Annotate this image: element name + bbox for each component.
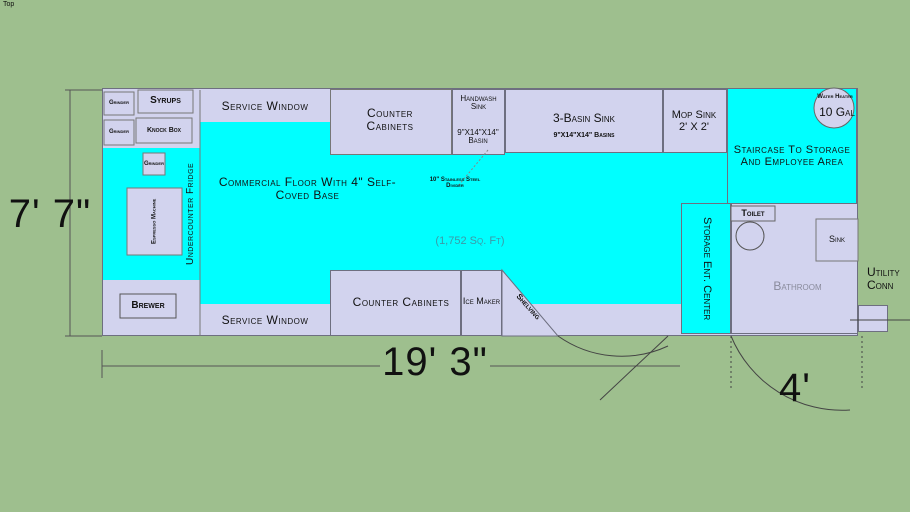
grinder-label: Grinder: [108, 129, 129, 136]
mop-sink-label: Mop Sink 2' X 2': [671, 109, 717, 133]
toilet-box: [730, 205, 776, 222]
counter-cabinets-bottom-label: Counter Cabinets: [352, 294, 450, 309]
undercounter-fridge-label: Undercounter Fridge: [184, 162, 196, 266]
knock-box-label: Knock Box: [146, 126, 181, 134]
counter-cabinets-bottom: [330, 270, 461, 336]
water-heater-label: Water Heater: [817, 93, 853, 100]
utility-connection-label: Utility Conn: [867, 265, 900, 293]
three-basin-sink: [505, 89, 663, 153]
length-dimension: 19' 3": [382, 340, 488, 384]
area-label: (1,752 Sq. Ft): [435, 235, 505, 248]
handwash-sink-label: Handwash Sink: [460, 93, 497, 111]
espresso-machine-label: Espresso Machine: [151, 198, 158, 245]
shelving-shape: [501, 268, 560, 337]
grinder-label: Grinder: [108, 100, 129, 107]
floor-label: Commercial Floor With 4" Self-Coved Base: [218, 175, 397, 202]
door-dimension: 4': [779, 366, 811, 410]
handwash-sink: [452, 89, 505, 155]
mop-sink: [663, 89, 727, 153]
ice-maker-label: Ice Maker: [462, 296, 501, 307]
counter-cabinets-top-label: Counter Cabinets: [366, 106, 414, 133]
service-window-bottom-label: Service Window: [221, 312, 309, 327]
utility-box: [858, 305, 888, 332]
height-dimension: 7' 7": [8, 192, 92, 236]
sink-label: Sink: [828, 234, 845, 245]
sink-box: [815, 218, 859, 262]
three-basin-size-label: 9"X14"X14" Basins: [553, 132, 615, 140]
staircase-label: Staircase To Storage And Employee Area: [733, 144, 851, 168]
handwash-basin-label: 9"X14"X14" Basin: [457, 127, 499, 145]
brewer-label: Brewer: [131, 299, 165, 311]
storage-ent-center: [681, 203, 731, 334]
bathroom-label: Bathroom: [773, 278, 822, 293]
storage-label: Storage Ent. Center: [700, 216, 713, 321]
toilet-circle: [735, 221, 765, 251]
water-heater-circle: [813, 87, 855, 129]
counter-cabinets-top: [330, 89, 452, 155]
three-basin-sink-label: 3-Basin Sink: [552, 110, 616, 125]
toilet-label: Toilet: [741, 207, 765, 218]
syrups-label: Syrups: [150, 95, 181, 107]
grinder-label: Grinder: [143, 160, 164, 167]
ice-maker: [461, 270, 502, 336]
divider-label: 10" Stainless Steel Divider: [429, 176, 481, 189]
service-window-top-label: Service Window: [221, 98, 309, 113]
view-label: Top: [3, 1, 15, 8]
water-heater-size-label: 10 Gal: [819, 104, 855, 119]
